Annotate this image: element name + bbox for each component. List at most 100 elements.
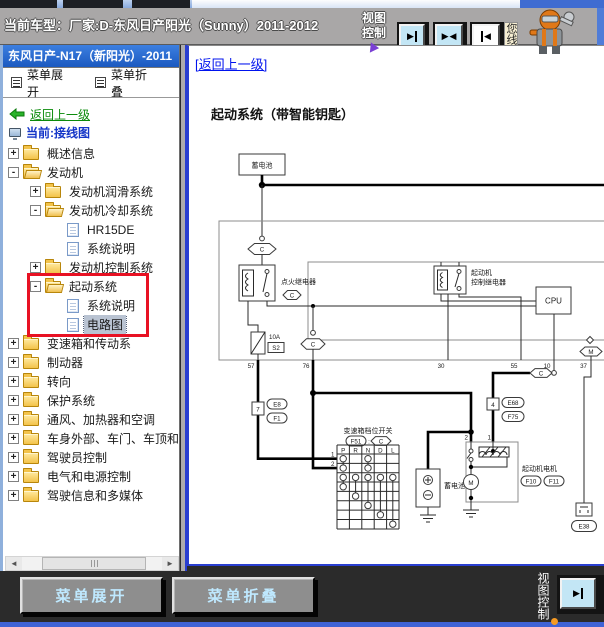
scrollbar-thumb[interactable] [42,557,146,570]
tree-item-label: 系统说明 [87,242,136,256]
tree-item-protection[interactable]: 保护系统 [3,391,179,410]
menu-collapse-link[interactable]: 菜单折叠 [95,66,155,100]
menu-expand-link[interactable]: 菜单展开 [11,66,71,100]
tree-item-label: 发动机冷却系统 [69,204,154,218]
tree-item-hvac[interactable]: 通风、加热器和空调 [3,410,179,429]
expand-icon[interactable] [8,376,19,387]
svg-text:C: C [290,293,295,300]
folder-icon [23,144,39,160]
navigation-tree: 概述信息 发动机 发动机润滑系统 发动机冷却系统 HR15DE 系统说明 发动机… [3,144,179,505]
expand-icon[interactable] [8,338,19,349]
svg-text:P: P [341,447,345,454]
expand-icon[interactable] [8,148,19,159]
tree-item-system-description-cooling[interactable]: 系统说明 [3,239,179,258]
svg-text:37: 37 [580,363,587,370]
view-split-button-bottom[interactable] [557,575,601,614]
arrow-right-icon [573,588,580,599]
tree-item-body-exterior[interactable]: 车身外部、车门、车顶和 [3,429,179,448]
tree-item-label: 车身外部、车门、车顶和 [47,432,179,446]
sidebar-horizontal-scrollbar[interactable] [5,556,179,571]
window-edge [597,8,604,53]
connector-7-e8-f1: 7 E8 F1 [251,398,288,424]
ignition-signal-wire [266,301,536,307]
menu-list-icon [95,77,106,88]
current-vehicle-label: 当前车型：厂家:D-东风日产阳光（Sunny）2011-2012 [4,18,319,33]
svg-text:M: M [588,349,593,356]
sidebar-back-link[interactable]: 返回上一级 [30,107,91,122]
tree-item-steering[interactable]: 转向 [3,372,179,391]
menu-controls-row: 菜单展开 菜单折叠 [3,66,179,100]
wiring-diagram: 蓄电池 C [218,153,604,532]
svg-text:变速箱档位开关: 变速箱档位开关 [344,426,393,435]
folder-icon [23,353,39,369]
tree-item-driving-info-multimedia[interactable]: 驾驶信息和多媒体 [3,486,179,505]
connector-c-1: C [247,235,277,265]
tree-item-overview[interactable]: 概述信息 [3,144,179,163]
tree-item-system-description-starting[interactable]: 系统说明 [3,296,179,315]
tree-item-engine-cooling[interactable]: 发动机冷却系统 [3,201,179,220]
tree-item-label: 概述信息 [47,147,96,161]
tree-item-brakes[interactable]: 制动器 [3,353,179,372]
scroll-right-icon[interactable] [162,557,178,570]
junction-box-outline [218,220,604,361]
expand-icon[interactable] [8,395,19,406]
svg-text:D: D [378,447,383,454]
svg-text:E68: E68 [507,400,519,407]
main-back-link[interactable]: [返回上一级] [195,57,268,72]
svg-text:S2: S2 [272,345,280,352]
view-control-label-bottom: 视图控制 [536,572,549,620]
expand-icon[interactable] [8,452,19,463]
current-location-label: 当前:接线图 [26,125,90,140]
navigation-sidebar: 东风日产-N17（新阳光）-2011 菜单展开 菜单折叠 返回上一级 当前:接线… [0,45,180,571]
back-arrow-icon [9,108,25,120]
collapse-icon[interactable] [8,167,19,178]
tree-item-electrical-power[interactable]: 电气和电源控制 [3,467,179,486]
ignition-relay: 点火继电器 C [238,264,316,302]
expand-icon[interactable] [8,414,19,425]
tree-item-starting-system[interactable]: 起动系统 [3,277,179,296]
tree-item-engine-lubrication[interactable]: 发动机润滑系统 [3,182,179,201]
svg-text:起动机: 起动机 [471,268,492,277]
folder-icon [45,182,61,198]
svg-text:R: R [353,447,358,454]
svg-text:F10: F10 [526,478,537,485]
expand-icon[interactable] [30,186,41,197]
tree-item-engine[interactable]: 发动机 [3,163,179,182]
expand-icon[interactable] [30,262,41,273]
tree-item-circuit-diagram[interactable]: 电路图 [3,315,179,334]
scroll-left-icon[interactable] [6,557,22,570]
pane-splitter[interactable] [181,45,187,571]
expand-icon[interactable] [8,471,19,482]
arrow-right-icon [442,31,449,42]
mascot-robot-icon [529,9,575,54]
wire-to-starter [313,391,473,442]
menu-expand-button[interactable]: 菜单展开 [20,577,163,614]
battery-feed-wire [258,175,604,236]
relay-coil-wire [247,301,259,332]
expand-icon[interactable] [8,433,19,444]
status-dot [551,618,558,625]
tab-fragment [132,0,190,8]
connector-m: M [579,335,603,360]
tree-item-transmission[interactable]: 变速箱和传动系 [3,334,179,353]
expand-icon[interactable] [8,357,19,368]
vehicle-model-header: 东风日产-N17（新阳光）-2011 [3,45,179,68]
menu-expand-label: 菜单展开 [27,67,64,99]
collapse-icon[interactable] [30,281,41,292]
svg-text::: : [368,438,370,445]
tree-item-hr15de[interactable]: HR15DE [3,220,179,239]
tree-item-label: 发动机润滑系统 [69,185,154,199]
expand-icon[interactable] [8,490,19,501]
menu-collapse-button[interactable]: 菜单折叠 [172,577,315,614]
svg-text:蓄电池: 蓄电池 [252,161,273,170]
tab-fragment [63,0,123,8]
tree-item-label: 系统说明 [87,299,136,313]
scrollbar-track[interactable] [22,557,162,570]
tree-item-label: 制动器 [47,356,84,370]
connector-c-2: C [300,306,326,360]
folder-icon [23,429,39,445]
tree-item-engine-control[interactable]: 发动机控制系统 [3,258,179,277]
collapse-icon[interactable] [30,205,41,216]
tree-item-driver-control[interactable]: 驾驶员控制 [3,448,179,467]
panel-bar-icon [481,31,484,42]
